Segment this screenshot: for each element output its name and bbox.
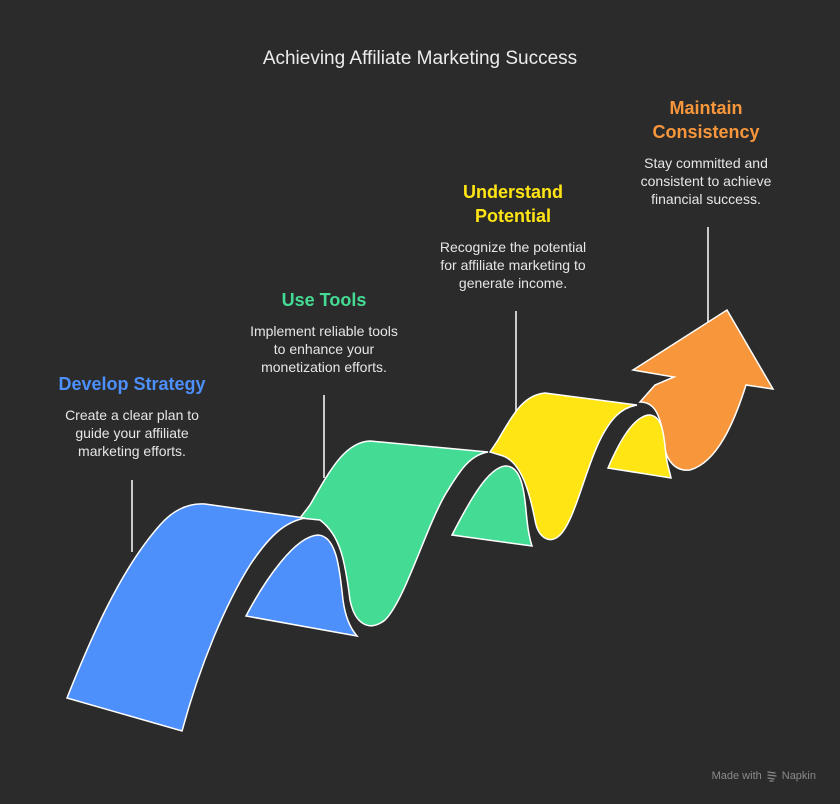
desc-line: financial success.: [651, 191, 761, 207]
step-description: Recognize the potential for affiliate ma…: [413, 238, 613, 292]
heading-line: Consistency: [652, 122, 760, 142]
step-description: Create a clear plan to guide your affili…: [32, 406, 232, 460]
ribbon-blue-front: [65, 503, 306, 732]
napkin-brand-label: Napkin: [781, 770, 816, 782]
ribbon-yellow-front: [488, 392, 638, 541]
desc-line: marketing efforts.: [78, 443, 186, 459]
ribbon-green-back: [450, 465, 534, 547]
heading-line: Potential: [474, 206, 551, 226]
step-use-tools: Use Tools Implement reliable tools to en…: [224, 288, 424, 376]
ribbon-blue-back: [244, 534, 359, 638]
desc-line: Stay committed and: [644, 155, 768, 171]
leader-lines: [131, 227, 709, 552]
step-description: Implement reliable tools to enhance your…: [224, 322, 424, 376]
diagram-title: Achieving Affiliate Marketing Success: [262, 48, 578, 69]
napkin-logo-icon: [767, 771, 777, 782]
heading-line: Understand: [462, 182, 563, 202]
ribbon-yellow-back: [606, 414, 672, 479]
step-maintain-consistency: Maintain Consistency Stay committed and …: [606, 96, 806, 208]
step-develop-strategy: Develop Strategy Create a clear plan to …: [32, 372, 232, 460]
step-understand-potential: Understand Potential Recognize the poten…: [413, 180, 613, 292]
step-heading: Maintain Consistency: [606, 96, 806, 144]
desc-line: to enhance your: [273, 341, 375, 357]
step-heading: Understand Potential: [413, 180, 613, 228]
ribbon-green-front: [298, 440, 489, 627]
desc-line: Recognize the potential: [439, 239, 587, 255]
desc-line: for affiliate marketing to: [440, 257, 586, 273]
made-with-label: Made with: [711, 770, 762, 782]
step-description: Stay committed and consistent to achieve…: [606, 154, 806, 208]
desc-line: Implement reliable tools: [250, 323, 398, 339]
arrow-segment-orange: [630, 308, 775, 471]
desc-line: Create a clear plan to: [65, 407, 199, 423]
heading-line: Maintain: [669, 98, 743, 118]
desc-line: generate income.: [458, 275, 568, 291]
desc-line: monetization efforts.: [261, 359, 387, 375]
desc-line: guide your affiliate: [75, 425, 189, 441]
made-with-napkin-badge[interactable]: Made with Napkin: [712, 770, 816, 782]
desc-line: consistent to achieve: [640, 173, 772, 189]
step-heading: Use Tools: [281, 290, 367, 310]
step-heading: Develop Strategy: [58, 374, 206, 394]
